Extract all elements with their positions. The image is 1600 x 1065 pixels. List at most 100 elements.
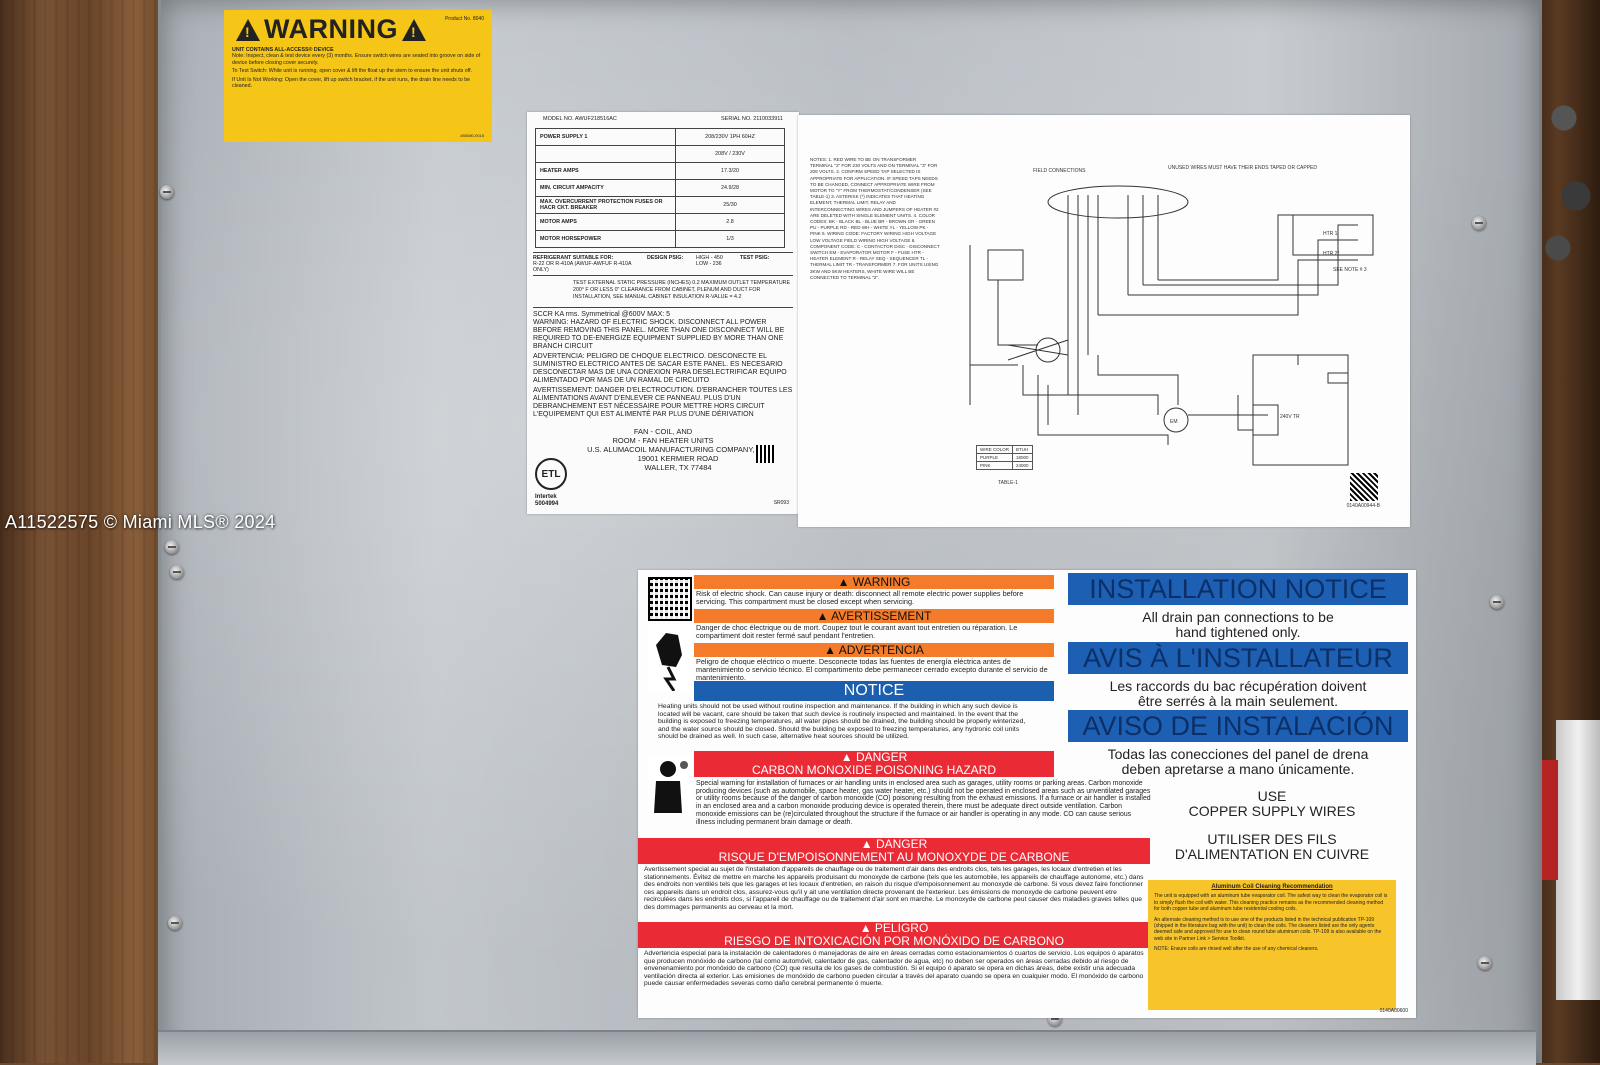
test-switch-text: To Test Switch: While unit is running, o… bbox=[232, 68, 473, 75]
installation-notice-label: ▲ WARNING Risk of electric shock. Can ca… bbox=[638, 570, 1416, 1018]
refrigerant-label: REFRIGERANT SUITABLE FOR: bbox=[533, 255, 614, 261]
model-label: MODEL NO. bbox=[543, 116, 574, 122]
coil-cleaning-box: Aluminum Coil Cleaning Recommendation Th… bbox=[1148, 880, 1396, 1010]
table-cell: BTUH bbox=[1012, 445, 1033, 454]
aviso-line-1: Todas las conecciones del panel de drena bbox=[1107, 746, 1369, 762]
company-name: U.S. ALUMACOIL MANUFACTURING COMPANY, L.… bbox=[587, 445, 769, 454]
wiring-diagram-label: NOTES: 1. RED WIRE TO BE ON TRANSFORMER … bbox=[798, 115, 1410, 527]
table-cell: MAX. OVERCURRENT PROTECTION FUSES OR HAC… bbox=[535, 196, 676, 214]
warning-en-text: WARNING: HAZARD OF ELECTRIC SHOCK. DISCO… bbox=[533, 319, 785, 350]
table-row: MAX. OVERCURRENT PROTECTION FUSES OR HAC… bbox=[535, 196, 785, 214]
table-cell: 17.3/20 bbox=[675, 162, 785, 180]
qr-code-icon bbox=[648, 577, 692, 621]
advertencia-heading: ADVERTENCIA bbox=[838, 643, 924, 657]
table-cell: MIN. CIRCUIT AMPACITY bbox=[535, 179, 676, 197]
manufacturer-block: FAN - COIL, AND ROOM - FAN HEATER UNITS … bbox=[533, 427, 793, 472]
intertek-number: 5004994 bbox=[535, 501, 559, 507]
warning-triangle-icon: ▲ bbox=[859, 921, 875, 935]
pipe bbox=[1556, 720, 1600, 1000]
coil-cleaning-text-1: The unit is equipped with an aluminum tu… bbox=[1154, 893, 1388, 913]
install-line-1: All drain pan connections to be bbox=[1142, 609, 1334, 625]
advertencia-banner: ▲ ADVERTENCIA bbox=[694, 643, 1054, 657]
table-cell: MOTOR HORSEPOWER bbox=[535, 230, 676, 248]
warning-fr-text: AVERTISSEMENT: DANGER D'ELECTROCUTION. D… bbox=[533, 387, 793, 418]
label-code: 0140A00600 bbox=[1379, 1008, 1408, 1014]
table-cell: PINK bbox=[975, 461, 1014, 470]
avis-line-2: être serrés à la main seulement. bbox=[1138, 693, 1338, 709]
utiliser-line: UTILISER DES FILS bbox=[1207, 831, 1337, 847]
warning-triangle-icon: ▲ bbox=[840, 750, 856, 764]
yellow-warning-sticker: WARNING Product No. 8040 UNIT CONTAINS A… bbox=[224, 10, 492, 142]
note-text: Note: Inspect, clean & test device every… bbox=[232, 53, 481, 66]
rating-plate: MODEL NO. AWUF218516AC SERIAL NO. 211003… bbox=[527, 112, 799, 514]
installation-notice-heading: INSTALLATION NOTICE bbox=[1068, 573, 1408, 605]
static-pressure-text: TEST EXTERNAL STATIC PRESSURE (INCHES) 0… bbox=[573, 280, 791, 300]
peligro-subheading: RIESGO DE INTOXICACIÓN POR MONÓXIDO DE C… bbox=[724, 934, 1064, 948]
mls-watermark: A11522575 © Miami MLS® 2024 bbox=[5, 512, 276, 532]
address-line-1: 19001 KERMIER ROAD bbox=[637, 454, 719, 463]
screw bbox=[1478, 956, 1492, 970]
table-cell: 24.9/28 bbox=[675, 179, 785, 197]
table-cell: PURPLE bbox=[975, 453, 1014, 462]
table-cell: POWER SUPPLY 1 bbox=[535, 128, 676, 146]
peligro-heading: PELIGRO bbox=[874, 921, 929, 935]
table-cell: 24000 bbox=[1012, 461, 1033, 470]
danger-fr-subheading: RISQUE D'EMPOISONNEMENT AU MONOXYDE DE C… bbox=[718, 850, 1070, 864]
design-psig-label: DESIGN PSIG: bbox=[647, 255, 684, 261]
screw bbox=[170, 565, 184, 579]
panel-bottom-edge bbox=[158, 1030, 1536, 1065]
avertissement-heading: AVERTISSEMENT bbox=[831, 609, 932, 623]
table-cell bbox=[535, 145, 676, 163]
avertissement-banner: ▲ AVERTISSEMENT bbox=[694, 609, 1054, 623]
install-line-2: hand tightened only. bbox=[1175, 624, 1301, 640]
aviso-line-2: deben apretarse a mano únicamente. bbox=[1121, 761, 1355, 777]
screw bbox=[1472, 216, 1486, 230]
sr-code: SR093 bbox=[773, 500, 789, 506]
plate-warnings: SCCR KA rms. Symmetrical @600V MAX: 5 WA… bbox=[533, 307, 793, 419]
model-value: AWUF218516AC bbox=[574, 116, 617, 122]
etl-logo: ETL bbox=[535, 458, 567, 490]
yellow-code: #50080-0015 bbox=[460, 133, 484, 138]
table-row: 208V / 230V bbox=[535, 145, 785, 163]
copper-line: COPPER SUPPLY WIRES bbox=[1188, 803, 1356, 819]
htr1-label: HTR 1 bbox=[1323, 231, 1338, 237]
yellow-warning-title: WARNING bbox=[236, 14, 484, 45]
danger-co-banner: ▲ DANGER CARBON MONOXIDE POISONING HAZAR… bbox=[694, 751, 1054, 777]
unused-wires-label: UNUSED WIRES MUST HAVE THEIR ENDS TAPED … bbox=[1168, 165, 1317, 171]
table-cell: 18000 bbox=[1012, 453, 1033, 462]
warning-heading: WARNING bbox=[852, 575, 911, 589]
avis-text: Les raccords du bac récupération doivent… bbox=[1068, 679, 1408, 709]
wiring-code: 0140A00944-B bbox=[1346, 503, 1380, 509]
table-cell: WIRE COLOR bbox=[975, 445, 1014, 454]
fan-line-1: FAN - COIL, AND bbox=[633, 427, 693, 436]
table-cell: 2.8 bbox=[675, 213, 785, 231]
fan-line-2: ROOM - FAN HEATER UNITS bbox=[612, 436, 714, 445]
warning-text: Risk of electric shock. Can cause injury… bbox=[696, 589, 1024, 607]
transformer-label: 240V TR bbox=[1280, 414, 1300, 420]
coil-cleaning-title: Aluminum Coil Cleaning Recommendation bbox=[1211, 884, 1333, 890]
warning-triangle-icon: ▲ bbox=[824, 643, 839, 657]
product-number: Product No. 8040 bbox=[445, 16, 484, 22]
wiring-notes: NOTES: 1. RED WIRE TO BE ON TRANSFORMER … bbox=[810, 157, 940, 280]
intertek-text: Intertek bbox=[535, 494, 557, 500]
not-working-text: If Unit Is Not Working: Open the cover, … bbox=[232, 76, 471, 90]
refrigerant-row: REFRIGERANT SUITABLE FOR:R-22 OR R-410A … bbox=[533, 252, 793, 276]
warning-triangle-icon: ▲ bbox=[837, 575, 853, 589]
table-cell: HEATER AMPS bbox=[535, 162, 676, 180]
table-cell: 208V / 230V bbox=[675, 145, 785, 163]
danger-co-text: Special warning for installation of furn… bbox=[696, 780, 1151, 826]
warning-triangle-icon bbox=[402, 18, 426, 41]
warning-triangle-icon bbox=[236, 18, 260, 41]
table-cell: 25/30 bbox=[675, 196, 785, 214]
unit-contains-text: UNIT CONTAINS ALL-ACCESS® DEVICE bbox=[232, 47, 334, 53]
table-cell: MOTOR AMPS bbox=[535, 213, 676, 231]
serial-label: SERIAL NO. bbox=[721, 116, 752, 122]
